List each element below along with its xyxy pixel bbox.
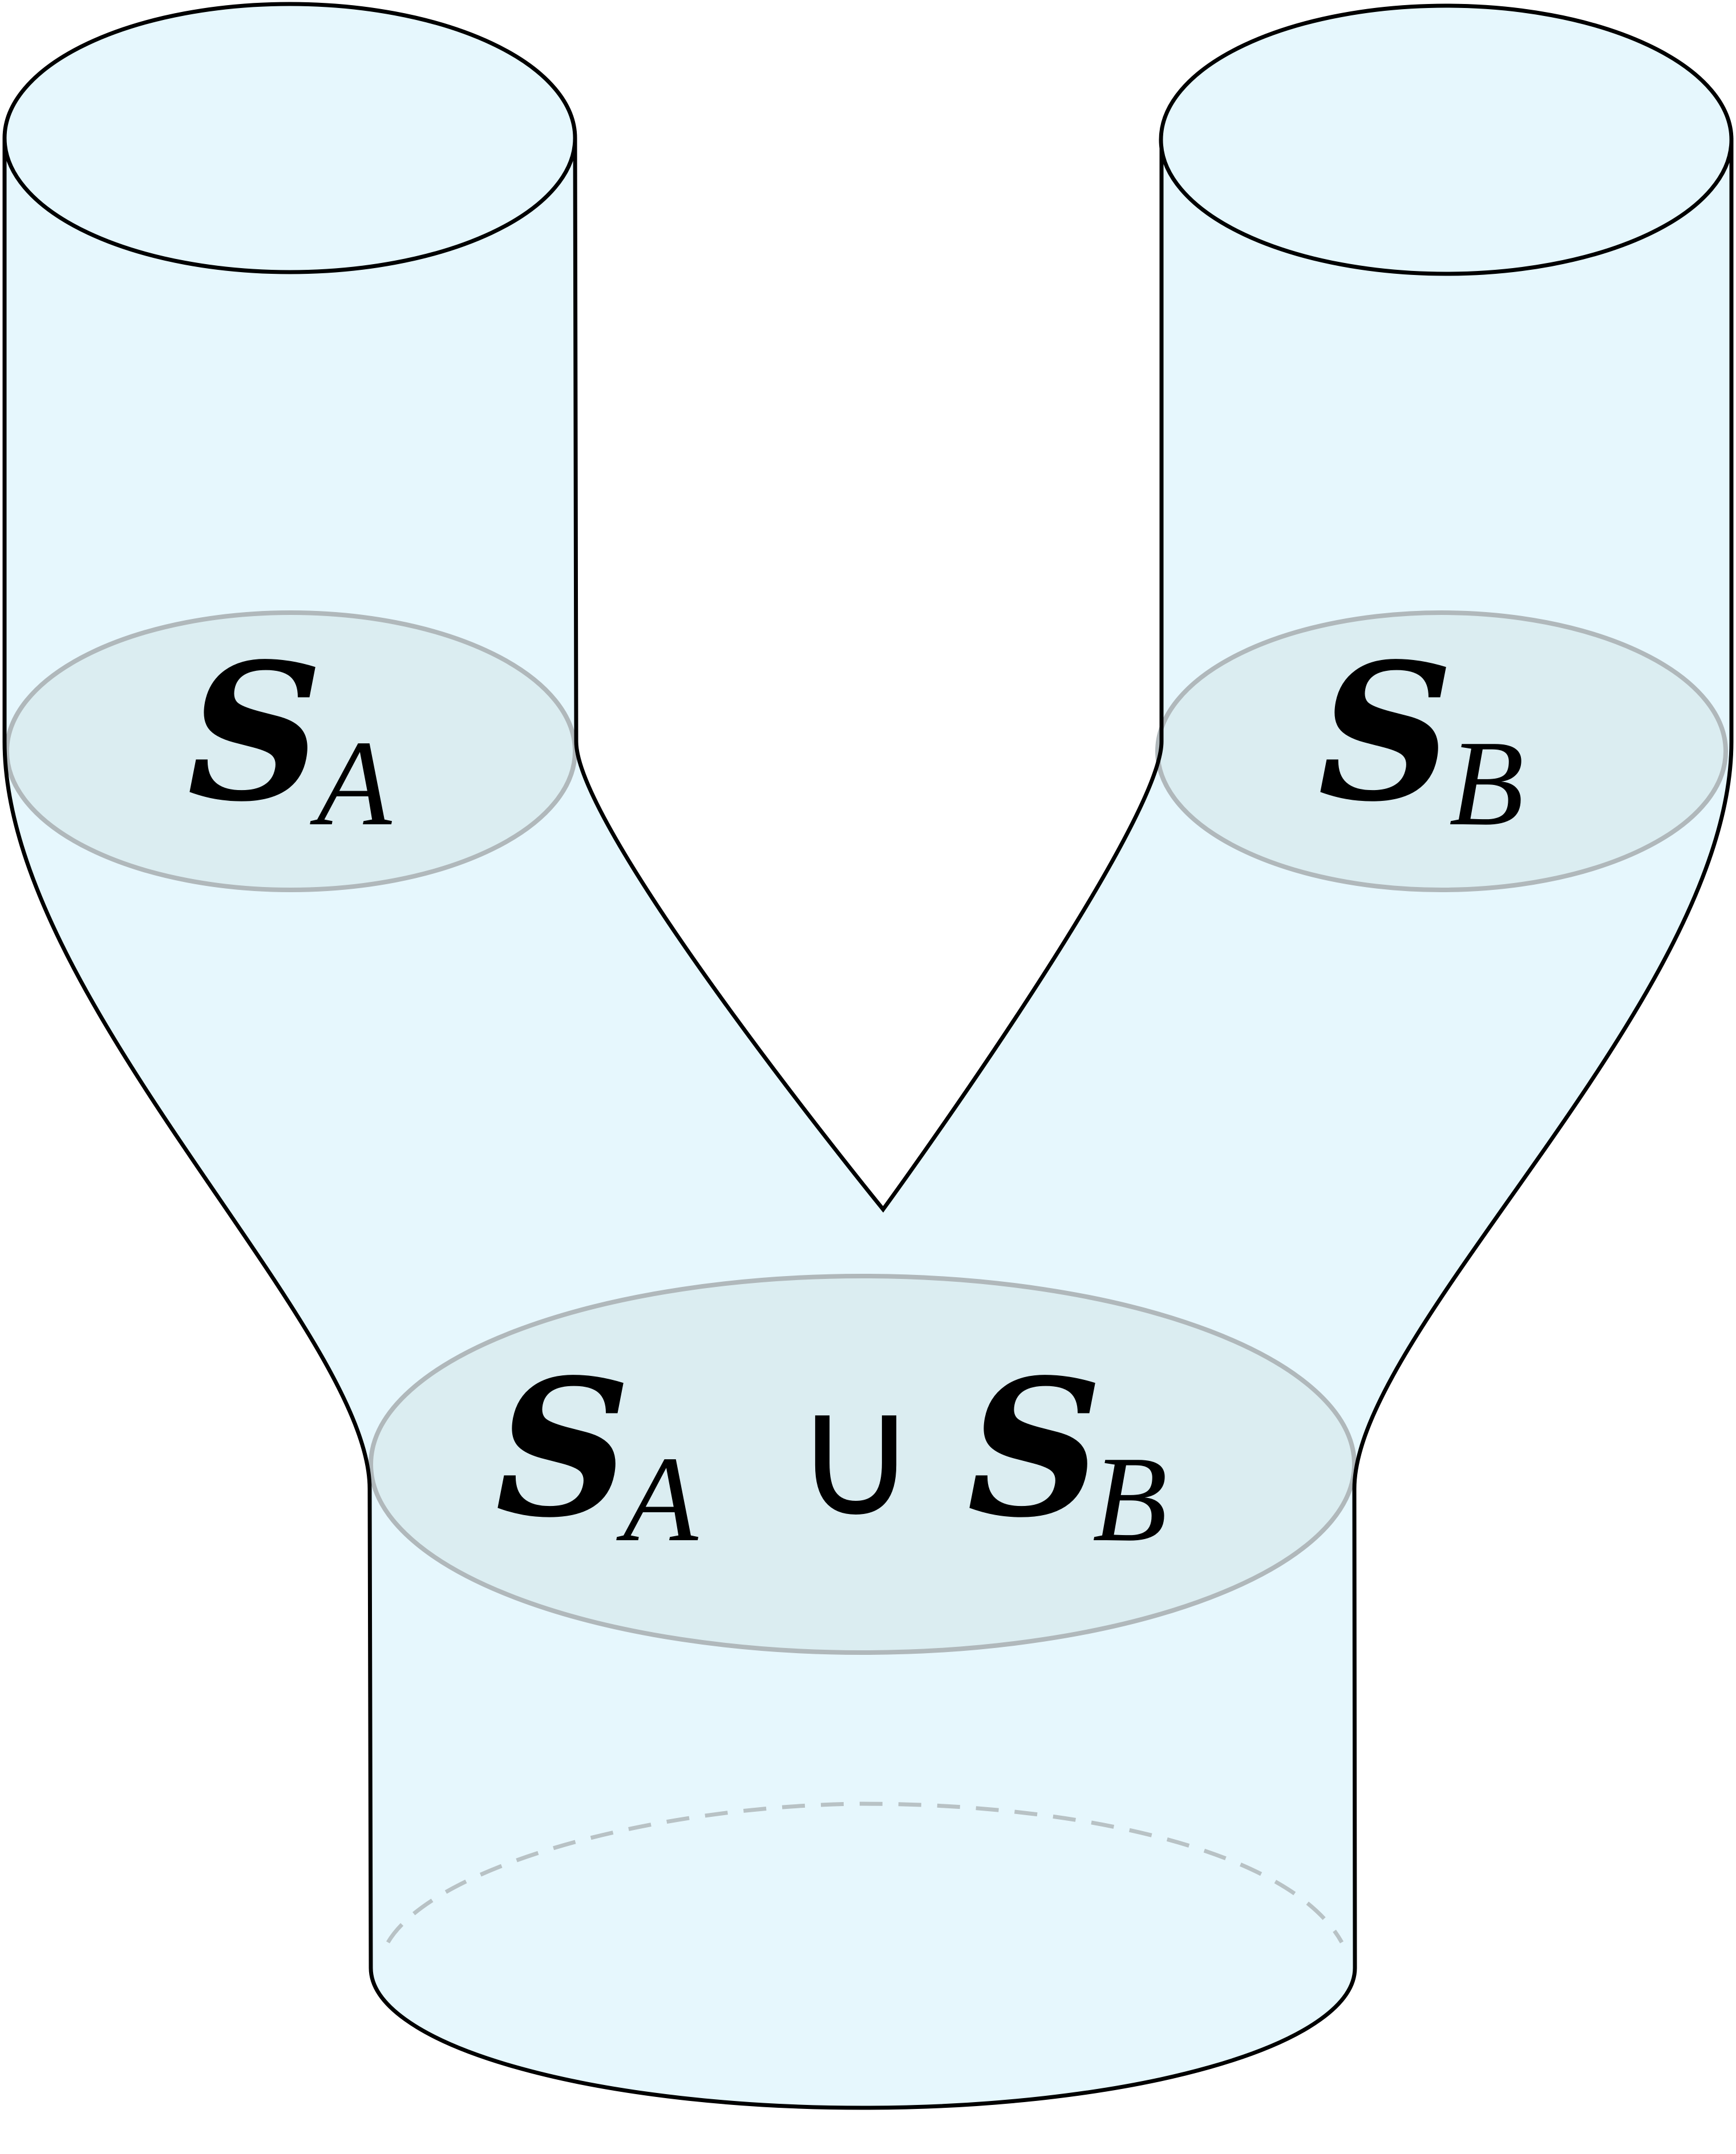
label-slice-right: S B: [1318, 622, 1524, 851]
bottom-circle-hidden-edge: [386, 1801, 1344, 1944]
surface-body: [5, 4, 1731, 2108]
label-left-symbol: S: [187, 622, 323, 843]
inner-crotch-edge: [573, 137, 1164, 1213]
slice-left: [5, 610, 577, 892]
top-right-opening: [1159, 3, 1734, 276]
surface-outline: [2, 137, 1734, 2110]
label-union-right-symbol: S: [967, 1338, 1103, 1559]
label-union-left-symbol: S: [495, 1338, 631, 1559]
label-slice-left: S A: [187, 622, 392, 851]
right-leg-outer-edge: [1352, 138, 1734, 1969]
slice-right: [1155, 610, 1728, 892]
left-leg-outer-edge: [2, 138, 373, 1969]
top-left-opening: [2, 2, 577, 274]
label-union-left-subscript: A: [616, 1431, 699, 1567]
label-right-subscript: B: [1449, 715, 1524, 851]
label-slice-union: S A ∪ S B: [495, 1338, 1167, 1567]
label-left-subscript: A: [310, 715, 392, 851]
label-union-operator: ∪: [793, 1356, 918, 1555]
slice-union: [369, 1274, 1357, 1655]
label-union-right-subscript: B: [1092, 1431, 1167, 1567]
bottom-circle-front-edge: [369, 1967, 1357, 2110]
label-right-symbol: S: [1318, 622, 1454, 843]
